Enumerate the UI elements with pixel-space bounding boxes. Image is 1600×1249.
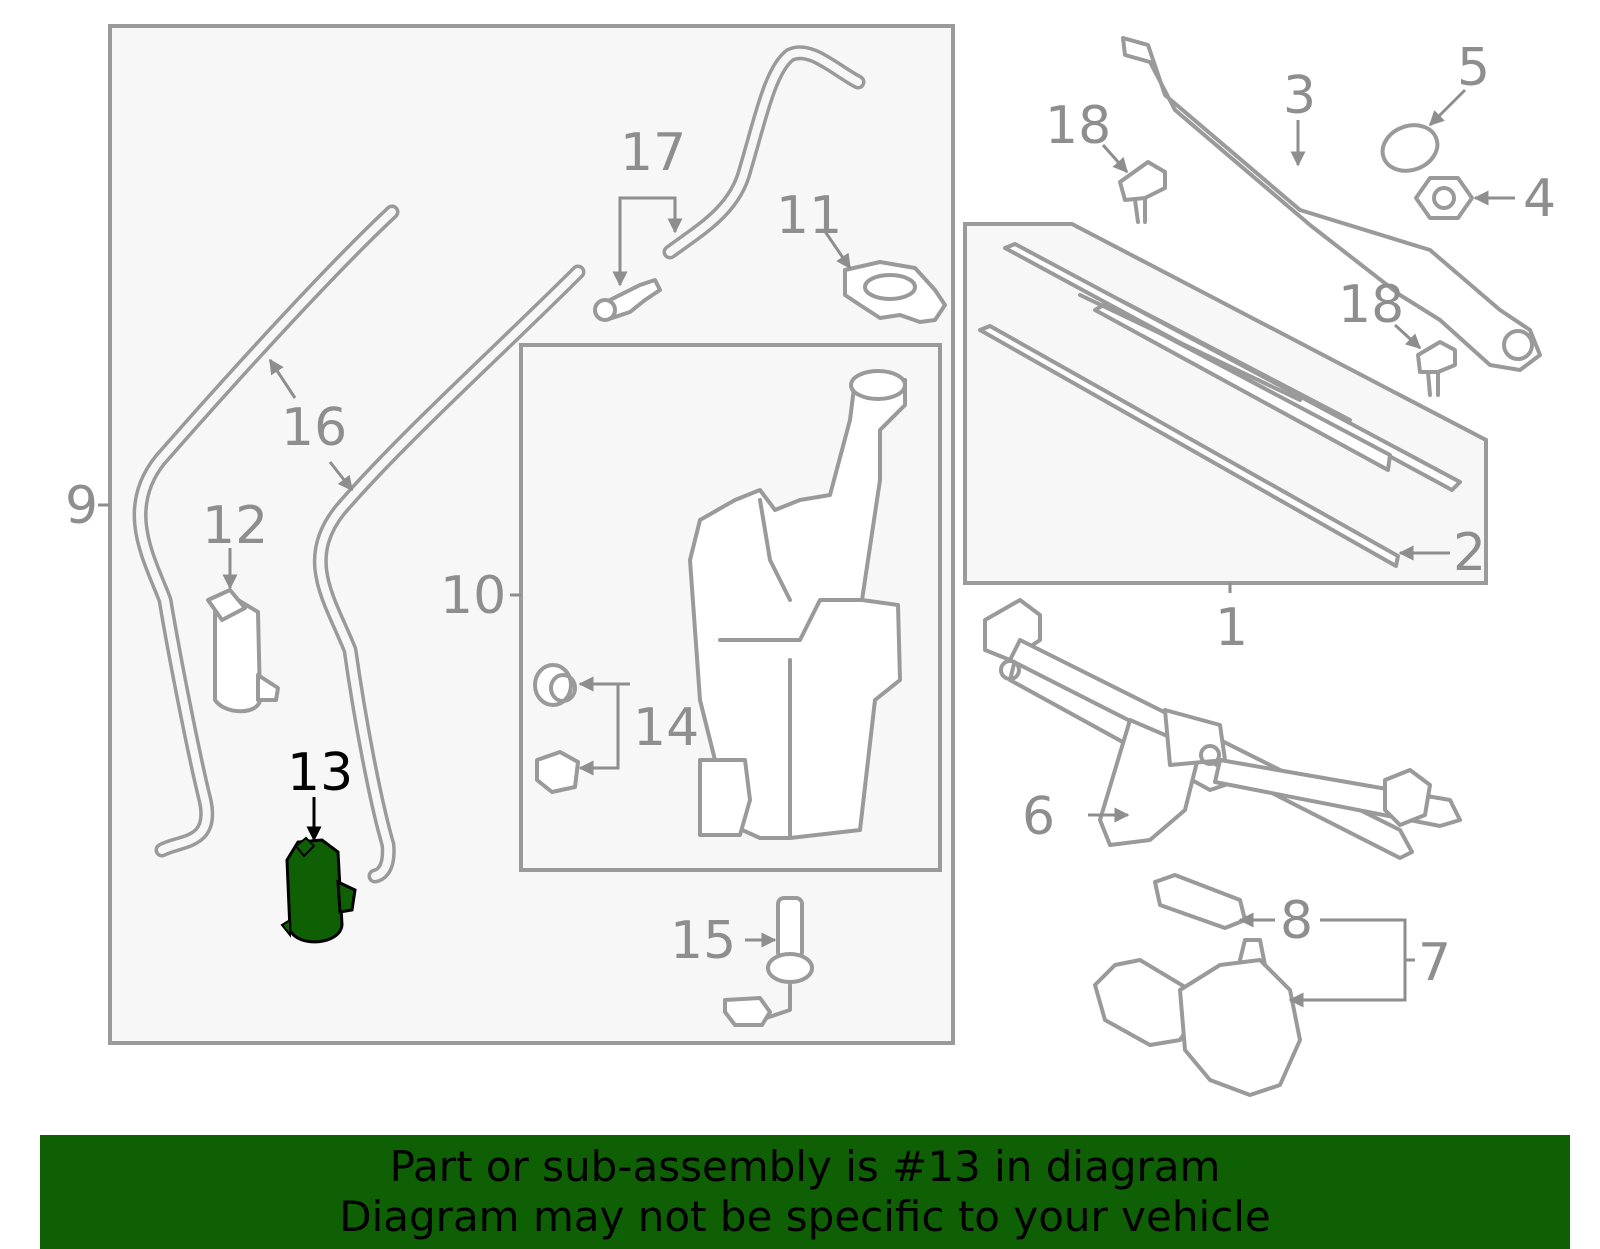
wiper-blade-group-box: [963, 222, 1488, 585]
grommets-part-14: [533, 663, 580, 794]
callout-13: 13: [287, 743, 353, 803]
washer-pump-part-13-highlighted: [280, 836, 357, 944]
callout-6: 6: [1022, 787, 1055, 847]
wiper-motor-part-7: [1093, 938, 1302, 1097]
callout-3: 3: [1283, 66, 1316, 126]
hose-part-17: [593, 45, 866, 322]
callout-8: 8: [1280, 891, 1313, 951]
callout-18a: 18: [1045, 96, 1111, 156]
banner-line-2: Diagram may not be specific to your vehi…: [339, 1192, 1271, 1241]
cap-part-5: [1380, 123, 1440, 173]
callout-2: 2: [1453, 523, 1486, 583]
callout-9: 9: [65, 476, 98, 536]
wiper-arm-part-3: [1121, 36, 1542, 372]
grommet-part-8: [1153, 873, 1247, 930]
banner-line-1: Part or sub-assembly is #13 in diagram: [389, 1142, 1221, 1191]
blade-refill-part-2: [978, 324, 1400, 568]
leader-lines: [98, 88, 1515, 1008]
seal-part-11: [843, 260, 947, 324]
callout-15: 15: [670, 911, 736, 971]
nozzle-part-18a: [1118, 160, 1167, 224]
callout-18b: 18: [1338, 275, 1404, 335]
callout-17: 17: [620, 123, 686, 183]
washer-hose-part-16: [132, 204, 586, 884]
reservoir-part-10: [688, 369, 907, 840]
info-banner: Part or sub-assembly is #13 in diagram D…: [40, 1135, 1570, 1249]
callout-16: 16: [281, 398, 347, 458]
callout-1: 1: [1215, 598, 1248, 658]
callout-10: 10: [440, 566, 506, 626]
level-sensor-part-15: [723, 896, 814, 1027]
wiper-blade-part-1: [1003, 242, 1462, 492]
washer-pump-part-12: [206, 588, 280, 714]
callout-11: 11: [776, 186, 842, 246]
callout-7: 7: [1418, 933, 1451, 993]
callout-14: 14: [633, 698, 699, 758]
nut-part-4: [1414, 176, 1474, 220]
callout-5: 5: [1457, 38, 1490, 98]
callout-12: 12: [202, 496, 268, 556]
callout-4: 4: [1523, 169, 1556, 229]
nozzle-part-18b: [1416, 340, 1457, 397]
